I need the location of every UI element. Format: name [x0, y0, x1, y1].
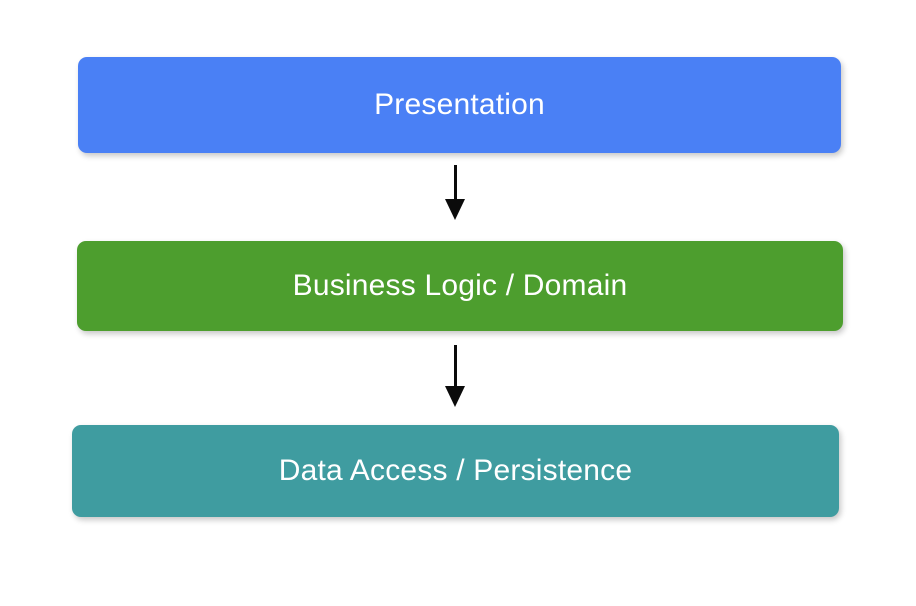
arrow-shaft — [454, 345, 457, 388]
arrow-head-icon — [445, 386, 465, 407]
arrow-shaft — [454, 165, 457, 201]
layer-label-data-access-persistence: Data Access / Persistence — [278, 454, 633, 487]
arrow-business-to-data — [443, 345, 469, 408]
arrow-head-icon — [445, 199, 465, 220]
layer-box-data-access-persistence[interactable]: Data Access / Persistence — [72, 425, 839, 517]
arrow-presentation-to-business — [443, 165, 469, 221]
layer-box-business-logic-domain[interactable]: Business Logic / Domain — [77, 241, 843, 331]
layer-label-presentation: Presentation — [374, 88, 545, 121]
layer-label-business-logic-domain: Business Logic / Domain — [292, 269, 628, 302]
layer-box-presentation[interactable]: Presentation — [78, 57, 841, 153]
